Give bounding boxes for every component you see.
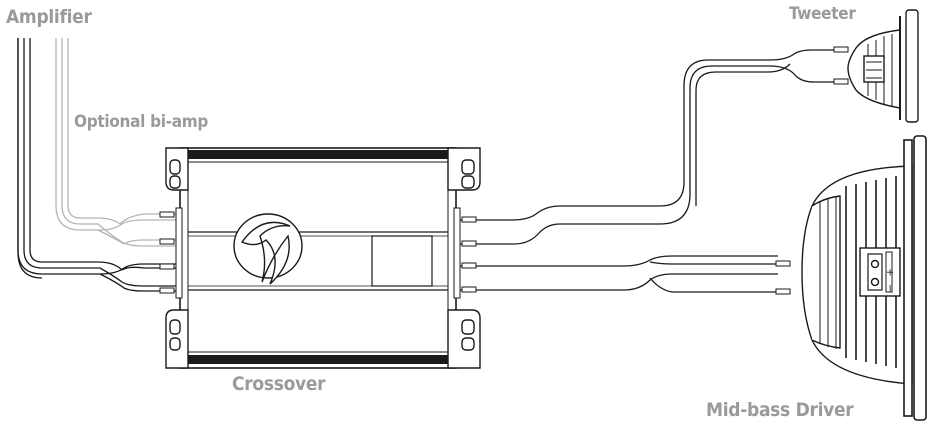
crossover-label: Crossover <box>232 373 326 395</box>
mount-bracket-tl <box>165 147 189 191</box>
midbass-minus-mark: − <box>884 284 895 292</box>
midbass-label: Mid-bass Driver <box>706 399 854 421</box>
tweeter-label: Tweeter <box>789 4 856 24</box>
midbass-terminals <box>461 260 791 295</box>
midbass-plus-mark: + <box>884 268 895 276</box>
tweeter-wires <box>460 49 836 245</box>
mount-bracket-tr <box>447 147 481 191</box>
biamp-wires <box>55 38 176 247</box>
tweeter-speaker-icon <box>847 9 919 123</box>
crossover-box <box>165 147 481 369</box>
amplifier-label: Amplifier <box>6 6 92 28</box>
logo-swoosh-icon <box>240 221 291 285</box>
input-terminals <box>159 211 175 294</box>
midbass-wires <box>460 255 778 293</box>
mount-bracket-br <box>447 309 481 369</box>
midbass-speaker-icon <box>801 135 927 421</box>
amplifier-wires <box>17 38 176 292</box>
optional-biamp-label: Optional bi-amp <box>74 112 209 132</box>
tweeter-terminals <box>461 46 849 247</box>
mount-bracket-bl <box>165 309 189 369</box>
